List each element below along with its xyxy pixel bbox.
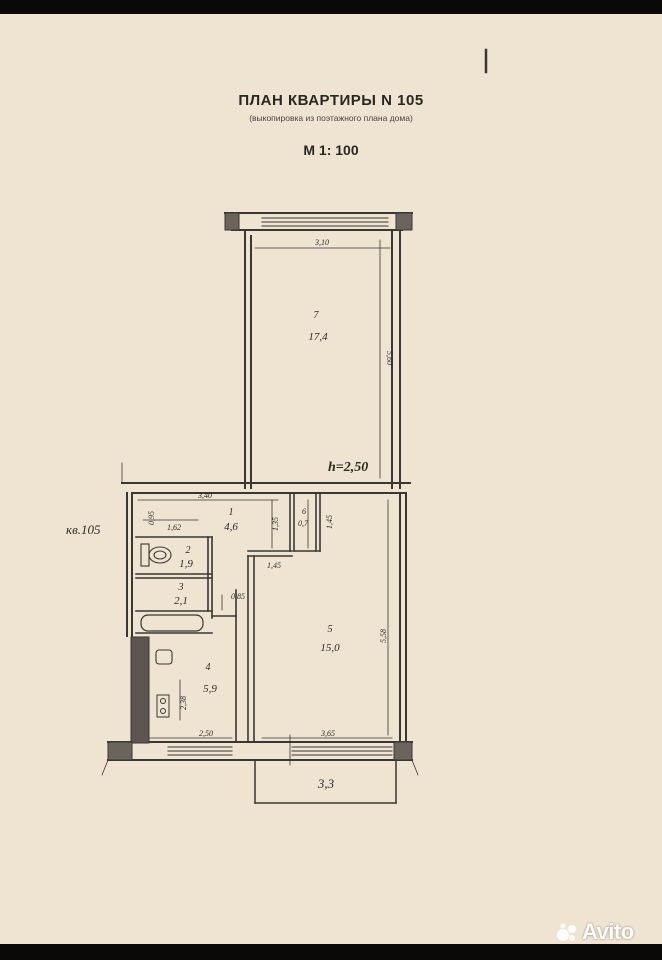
dimension-lines — [101, 239, 419, 776]
dim-door: 0,85 — [231, 592, 245, 601]
dim-kitchen-width: 2,50 — [199, 729, 213, 738]
dim-room7-width: 3,10 — [314, 238, 329, 247]
room-1-area: 4,6 — [224, 521, 238, 533]
toilet-icon — [140, 543, 172, 567]
room-1-number: 1 — [229, 507, 234, 518]
avito-watermark: Avito — [556, 918, 634, 946]
bathtub — [140, 614, 204, 632]
wall-hatch-top-right — [395, 212, 413, 231]
room-7-number: 7 — [314, 310, 320, 321]
balcony — [254, 759, 397, 804]
room-2-area: 1,9 — [179, 558, 193, 570]
room-6-number: 6 — [302, 507, 306, 516]
avito-logo-icon — [557, 923, 576, 941]
ceiling-height: h=2,50 — [328, 460, 368, 475]
room-4-number: 4 — [206, 662, 211, 673]
dim-balcony: 3,3 — [317, 776, 335, 791]
wall-hatch-bottom-right — [393, 741, 413, 761]
room-3-number: 3 — [178, 582, 184, 593]
dim-closet-depth: 1,45 — [325, 515, 334, 529]
kitchen-wall-hatch — [130, 636, 150, 744]
stove-icon — [156, 694, 170, 718]
window-top — [261, 217, 389, 227]
window-bottom — [167, 746, 393, 756]
dim-hall-width: 3,40 — [197, 491, 212, 500]
room-6-area: 0,7 — [298, 519, 309, 528]
outer-walls — [107, 212, 413, 761]
plan-sheet — [0, 14, 662, 944]
interior-walls — [135, 492, 321, 743]
wall-hatch-top-left — [224, 212, 240, 231]
room-3-area: 2,1 — [174, 595, 188, 607]
dim-hall-right: 1,35 — [271, 517, 280, 531]
room-5-area: 15,0 — [320, 642, 340, 654]
dim-room5-width: 3,65 — [320, 729, 335, 738]
wall-hatch-bottom-left — [107, 741, 133, 761]
dim-room5-top: 1,45 — [267, 561, 281, 570]
plan-subtitle: (выкопировка из поэтажного плана дома) — [249, 113, 413, 123]
dim-hall-inner: 1,62 — [167, 523, 181, 532]
dim-kitchen-depth: 2,38 — [179, 696, 188, 710]
dim-room5-length: 5,58 — [379, 629, 388, 643]
plan-scale: М 1: 100 — [303, 142, 359, 158]
room-4-area: 5,9 — [203, 683, 217, 695]
dim-room7-length: 5,60 — [385, 351, 394, 365]
room-5-number: 5 — [328, 624, 333, 635]
sink-icon — [155, 649, 173, 665]
apartment-label: кв.105 — [66, 522, 101, 537]
dim-hall-depth: 0,95 — [147, 511, 156, 525]
room-2-number: 2 — [186, 545, 191, 556]
room-7-area: 17,4 — [308, 331, 328, 343]
avito-watermark-text: Avito — [582, 919, 634, 944]
plan-title: ПЛАН КВАРТИРЫ N 105 — [238, 92, 424, 109]
